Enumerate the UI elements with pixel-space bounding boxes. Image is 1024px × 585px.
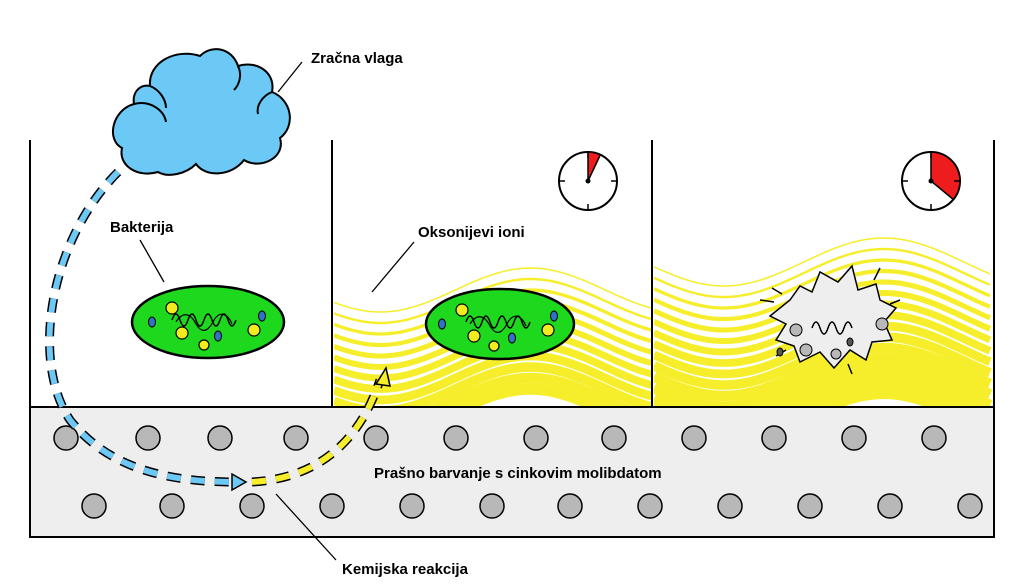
clock-icon <box>901 151 961 211</box>
ion-wave <box>654 237 991 287</box>
zinc-particle <box>523 425 549 451</box>
zinc-particle <box>717 493 743 519</box>
zinc-particle <box>53 425 79 451</box>
zinc-particle <box>761 425 787 451</box>
zinc-particle <box>797 493 823 519</box>
zinc-particle <box>135 425 161 451</box>
ion-wave <box>654 247 991 299</box>
zinc-particle <box>479 493 505 519</box>
ion-wave <box>426 372 635 407</box>
zinc-particle <box>207 425 233 451</box>
zinc-particle <box>443 425 469 451</box>
ion-wave <box>654 363 993 407</box>
ion-wave <box>334 277 651 325</box>
bacterium-icon <box>130 284 286 360</box>
zinc-particle <box>239 493 265 519</box>
zinc-particle <box>81 493 107 519</box>
zinc-particle <box>363 425 389 451</box>
ion-wave <box>334 362 651 407</box>
zinc-particle <box>957 493 983 519</box>
ion-wave <box>654 342 993 402</box>
ion-wave <box>655 374 984 407</box>
ion-wave <box>806 384 962 407</box>
arrow-icon <box>231 472 248 492</box>
elapsed-wedge <box>930 151 961 201</box>
zinc-particle <box>921 425 947 451</box>
zinc-particle <box>681 425 707 451</box>
cloud-icon <box>112 48 291 176</box>
chemical-reaction-label: Kemijska reakcija <box>342 561 469 578</box>
zinc-molybdate-particles <box>53 425 983 519</box>
coating-label: Prašno barvanje s cinkovim molibdatom <box>374 465 662 482</box>
clock-icon <box>558 151 618 211</box>
zinc-particle <box>159 493 185 519</box>
zinc-particle <box>841 425 867 451</box>
zinc-particle <box>877 493 903 519</box>
oxonium-ions-label: Oksonijevi ioni <box>418 224 525 241</box>
zinc-particle <box>637 493 663 519</box>
ion-wave <box>334 351 651 405</box>
zinc-particle <box>319 493 345 519</box>
zinc-particle <box>399 493 425 519</box>
leader-lines <box>139 61 415 561</box>
air-humidity-label: Zračna vlaga <box>311 50 403 67</box>
ion-wave <box>334 267 651 313</box>
arrow-icon <box>374 366 391 387</box>
bacterium-label: Bakterija <box>110 219 174 236</box>
panel-walls <box>29 140 995 407</box>
bacterium-icon <box>424 287 576 361</box>
dead-bacterium-icon <box>759 264 901 375</box>
zinc-particle <box>283 425 309 451</box>
zinc-particle <box>557 493 583 519</box>
ion-wave <box>450 383 611 407</box>
powder-coating-layer <box>29 406 995 538</box>
zinc-particle <box>601 425 627 451</box>
